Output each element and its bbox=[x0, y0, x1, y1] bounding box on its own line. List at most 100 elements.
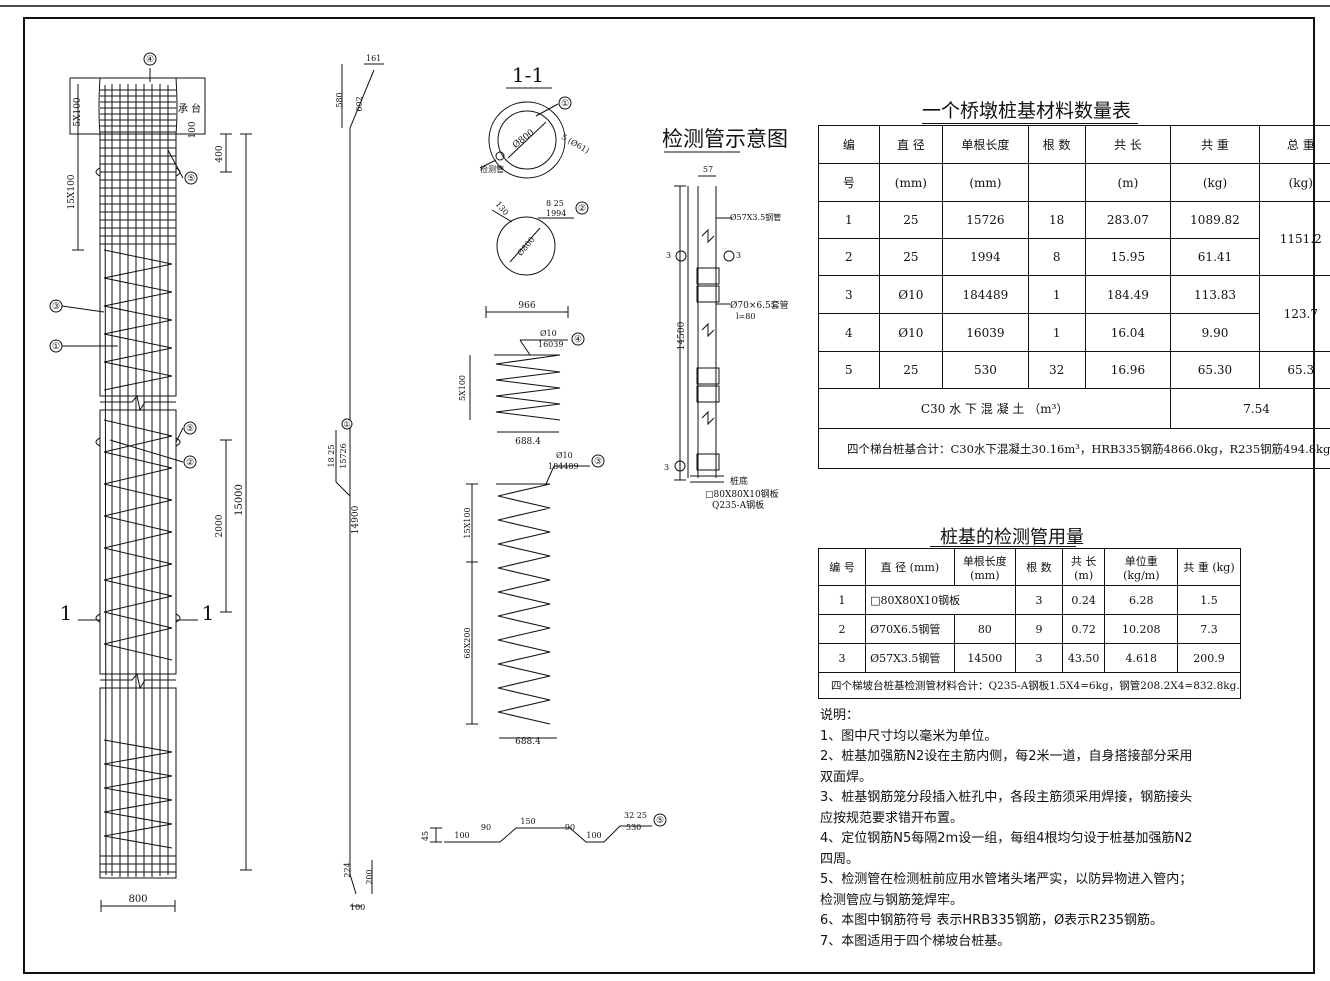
n2-spec: 8 25 bbox=[546, 199, 564, 208]
h-total-weight: 总 重 bbox=[1258, 125, 1330, 164]
bar1-580: 580 bbox=[335, 92, 344, 107]
h-len: 单根长度 bbox=[942, 125, 1029, 164]
n2-d130: 130 bbox=[494, 200, 511, 217]
note-item: 5、检测管在检测桩前应用水管堵头堵严实，以防异物进入管内；检测管应与钢筋笼焊牢。 bbox=[820, 872, 1193, 908]
marker-5b: ⑤ bbox=[186, 424, 194, 434]
n4-width: 688.4 bbox=[515, 437, 541, 447]
h-total-len: 共 长 bbox=[1084, 125, 1172, 164]
n3-marker: ③ bbox=[594, 457, 602, 467]
bar-n4 bbox=[469, 306, 569, 433]
n4-spec: Ø10 bbox=[540, 329, 557, 338]
n2-len: 1994 bbox=[546, 209, 566, 218]
tube-title: 检测管示意图 bbox=[662, 127, 788, 151]
n5-len: 530 bbox=[626, 823, 641, 832]
bar1-100: 100 bbox=[350, 903, 365, 912]
bar-n5 bbox=[430, 825, 652, 843]
h-no: 编 bbox=[818, 125, 880, 164]
tube-m3-bottom: 3 bbox=[664, 463, 669, 472]
h2-weight: (kg) bbox=[1170, 163, 1260, 202]
n2-dia: Ø800 bbox=[516, 235, 537, 258]
section-tube: 检测管 bbox=[480, 164, 504, 174]
n5-a: 100 bbox=[454, 831, 469, 840]
n5-h45: 45 bbox=[421, 831, 430, 841]
n3-p2: 68X200 bbox=[463, 627, 472, 658]
section-1-1 bbox=[479, 101, 566, 179]
bar1-spec: 18 25 bbox=[327, 445, 336, 468]
concrete-label: C30 水 下 混 凝 土 （m³） bbox=[817, 388, 1172, 429]
tube-schematic bbox=[674, 175, 735, 483]
h2-count bbox=[1027, 163, 1086, 202]
n3-width: 688.4 bbox=[515, 737, 541, 747]
n4-len: 16039 bbox=[538, 340, 563, 349]
note-item: 3、桩基钢筋笼分段插入桩孔中，各段主筋须采用焊接，钢筋接头应按规范要求错开布置。 bbox=[820, 790, 1193, 826]
note-item: 7、本图适用于四个梯坡台桩基。 bbox=[820, 933, 1011, 949]
concrete-value: 7.54 bbox=[1170, 388, 1330, 429]
material-table: 编 直 径 单根长度 根 数 共 长 共 重 总 重 号 (mm) (mm) (… bbox=[817, 125, 1330, 469]
tube-57: 57 bbox=[703, 165, 713, 174]
n2-marker: ② bbox=[578, 204, 586, 214]
bar1-602: 602 bbox=[355, 96, 364, 111]
drawing-frame bbox=[23, 17, 1315, 974]
n5-d: 90 bbox=[565, 823, 575, 832]
cap-label: 承 台 bbox=[178, 102, 201, 115]
t2-h-total-len: 共 长 (m) bbox=[1061, 548, 1106, 586]
tube-sleeve-len: l=80 bbox=[736, 312, 755, 321]
table1-summary: 四个梯台桩基合计：C30水下混凝土30.16m³，HRB335钢筋4866.0k… bbox=[818, 428, 1330, 469]
bar-n2 bbox=[491, 209, 574, 276]
note-item: 4、定位钢筋N5每隔2m设一组，每组4根均匀设于桩基加强筋N2四周。 bbox=[820, 831, 1193, 867]
t2-h-weight: 共 重 (kg) bbox=[1177, 548, 1241, 586]
n5-marker: ⑤ bbox=[656, 816, 664, 826]
spacing-top-dim: 5X100 bbox=[73, 97, 83, 127]
h2-total-len: (m) bbox=[1084, 163, 1172, 202]
tube-m3-right: 3 bbox=[736, 251, 741, 260]
note-item: 1、图中尺寸均以毫米为单位。 bbox=[820, 728, 998, 744]
bar1-224: 224 bbox=[343, 862, 352, 877]
cap-gap-dim: 100 bbox=[188, 121, 198, 138]
h-dia: 直 径 bbox=[878, 125, 944, 164]
tube-plate: □80X80X10钢板 bbox=[705, 488, 779, 500]
n5-spec: 32 25 bbox=[624, 811, 647, 820]
n5-e: 100 bbox=[586, 831, 601, 840]
n3-p1: 15X100 bbox=[463, 507, 472, 538]
n3-spec: Ø10 bbox=[556, 451, 573, 460]
total-34: 123.7 bbox=[1258, 275, 1330, 352]
bar1-161: 161 bbox=[366, 54, 381, 63]
marker-4: ④ bbox=[146, 55, 154, 65]
bar1-200: 200 bbox=[365, 869, 374, 884]
t2-h-count: 根 数 bbox=[1014, 548, 1063, 586]
total-5: 65.3 bbox=[1258, 351, 1330, 389]
pile-markers bbox=[49, 52, 198, 469]
t2-h-unit-weight: 单位重 (kg/m) bbox=[1104, 548, 1179, 586]
h2-no: 号 bbox=[818, 163, 880, 202]
tube-pipe: Ø57X3.5钢管 bbox=[730, 212, 781, 222]
n3-len: 184489 bbox=[548, 462, 579, 471]
n4-966: 966 bbox=[518, 301, 535, 311]
n5-b: 90 bbox=[481, 823, 491, 832]
marker-1: ① bbox=[52, 342, 60, 352]
tube-steel: Q235-A钢板 bbox=[712, 499, 764, 511]
table2-title: 桩基的检测管用量 bbox=[940, 527, 1084, 548]
seg-15x100-dim: 15X100 bbox=[67, 174, 77, 209]
notes-title: 说明： bbox=[820, 708, 860, 723]
pile-width-dim: 800 bbox=[128, 894, 147, 905]
tube-m3-left: 3 bbox=[666, 251, 671, 260]
note-item: 2、桩基加强筋N2设在主筋内侧，每2米一道，自身搭接部分采用双面焊。 bbox=[820, 749, 1193, 785]
bar1-marker: ① bbox=[343, 420, 350, 429]
bar1-14900: 14900 bbox=[351, 505, 361, 534]
t2-h-len: 单根长度 (mm) bbox=[953, 548, 1016, 586]
n5-c: 150 bbox=[520, 817, 535, 826]
tube-sleeve: Ø70×6.5套管 bbox=[730, 299, 789, 311]
table2-summary: 四个梯坡台桩基检测管材料合计：Q235-A钢板1.5X4=6kg，钢管208.2… bbox=[818, 672, 1241, 699]
section-title: 1-1 bbox=[512, 63, 544, 87]
h-weight: 共 重 bbox=[1170, 125, 1260, 164]
notes: 说明： 1、图中尺寸均以毫米为单位。 2、桩基加强筋N2设在主筋内侧，每2米一道… bbox=[820, 706, 1280, 952]
h2-dia: (mm) bbox=[878, 163, 944, 202]
total-12: 1151.2 bbox=[1258, 201, 1330, 276]
